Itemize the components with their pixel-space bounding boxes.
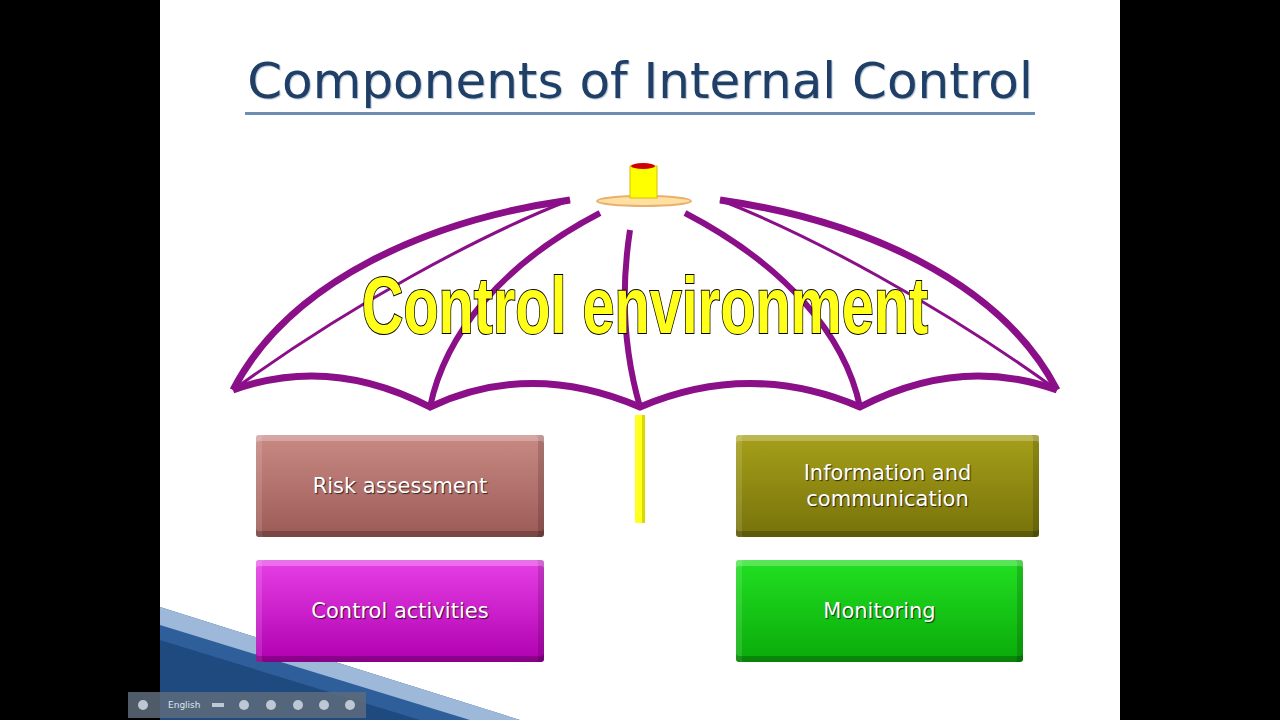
component-box: Control activities [256, 560, 544, 662]
pole-shade [642, 415, 645, 523]
box-label: Risk assessment [299, 473, 502, 499]
component-box: Information and communication [736, 435, 1039, 537]
umbrella-part [233, 376, 1057, 407]
box-label: Monitoring [809, 598, 949, 624]
box-label: Information and communication [736, 460, 1039, 512]
component-box: Risk assessment [256, 435, 544, 537]
umbrella-part [631, 163, 655, 169]
umbrella-label: Control environment [346, 263, 944, 349]
umbrella-shape: Control environment [230, 155, 1060, 417]
title-text: Components of Internal Control [245, 52, 1035, 115]
slide-title: Components of Internal Control [0, 52, 1280, 110]
umbrella-part [630, 166, 657, 198]
taskbar [128, 692, 366, 718]
taskbar-language: English [168, 700, 201, 710]
taskbar-icons [138, 700, 355, 710]
box-label: Control activities [297, 598, 502, 624]
component-box: Monitoring [736, 560, 1023, 662]
umbrella-pole [635, 415, 645, 523]
